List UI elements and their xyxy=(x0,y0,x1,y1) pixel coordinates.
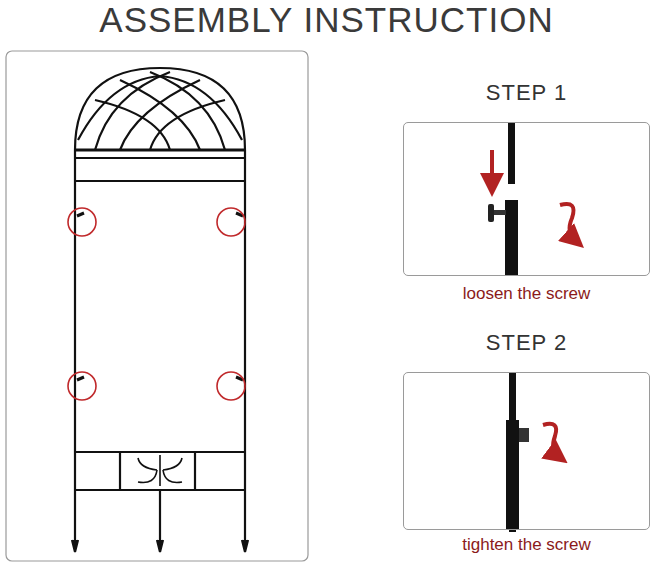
title: ASSEMBLY INSTRUCTION xyxy=(0,0,653,40)
pole-loosen xyxy=(488,122,575,276)
step-panel: STEP 1loosen the screw xyxy=(403,122,650,276)
step-panel: STEP 2tighten the screw xyxy=(403,372,650,530)
step-frame xyxy=(403,372,650,530)
step-heading: STEP 1 xyxy=(403,80,650,106)
step-caption: loosen the screw xyxy=(403,284,650,304)
trellis xyxy=(72,68,248,552)
step-frame xyxy=(403,122,650,276)
step-heading: STEP 2 xyxy=(403,330,650,356)
panel-frame xyxy=(6,51,308,561)
step-caption: tighten the screw xyxy=(403,535,650,555)
pole-tighten xyxy=(506,372,558,532)
highlight-circle xyxy=(68,208,245,400)
